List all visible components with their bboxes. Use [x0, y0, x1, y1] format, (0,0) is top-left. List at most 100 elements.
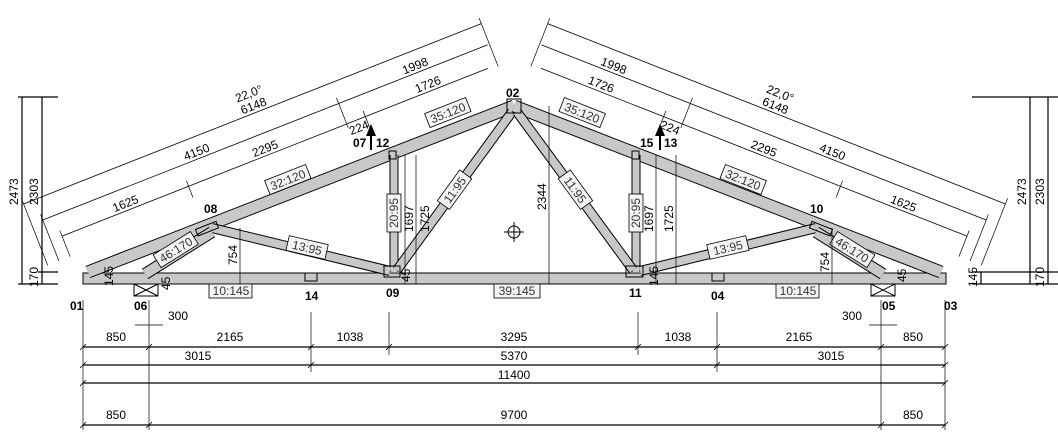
dim-ticks — [79, 343, 949, 429]
node-label: 14 — [305, 289, 319, 303]
node-label: 04 — [711, 289, 725, 303]
dim-text: 1625 — [888, 192, 918, 215]
node-label: 06 — [134, 299, 148, 313]
crosshair-icon — [504, 222, 524, 242]
plate-10 — [808, 220, 834, 237]
dim-text: 4150 — [182, 140, 212, 163]
dim-text: 4150 — [817, 141, 847, 164]
dim-tick — [79, 421, 87, 429]
node-label: 12 — [376, 136, 390, 150]
dim-text: 1625 — [111, 192, 141, 215]
ext-line — [530, 17, 551, 67]
dim-text: 2344 — [535, 183, 549, 210]
dim-text: 300 — [168, 309, 188, 323]
dim-tick — [713, 361, 721, 369]
dim-tick — [79, 379, 87, 387]
node-label: 07 — [353, 136, 367, 150]
node-label: 08 — [204, 202, 218, 216]
dim-text: 1038 — [665, 330, 692, 344]
dim-line — [547, 23, 1006, 205]
dim-tick — [145, 343, 153, 351]
dim-text: 2303 — [1033, 178, 1047, 205]
dim-text: 3295 — [501, 330, 528, 344]
member-bar — [512, 100, 943, 278]
member-label: 10:145 — [780, 284, 817, 298]
dim-text: 145 — [102, 266, 116, 286]
member-label: 39:145 — [499, 284, 536, 298]
member-label: 13:95 — [291, 238, 324, 258]
dim-text: 1726 — [413, 73, 443, 96]
dim-text: 850 — [903, 330, 923, 344]
dim-text: 170 — [1033, 267, 1047, 287]
dim-text: 1038 — [337, 330, 364, 344]
member-top-chord-right[interactable] — [511, 99, 944, 279]
ext-line — [835, 180, 843, 198]
bottom-dims: 300 300 850 2165 1038 3295 1038 2165 850… — [82, 300, 946, 430]
dim-tick — [79, 343, 87, 351]
dim-text: 1697 — [402, 205, 416, 232]
dim-text: 2303 — [27, 178, 41, 205]
dim-text: 45 — [895, 268, 909, 282]
dim-text: 3015 — [185, 349, 212, 363]
member-top-chord-left[interactable] — [85, 99, 517, 279]
dim-text: 2295 — [250, 137, 280, 160]
dim-text: 1725 — [418, 205, 432, 232]
ext-line — [40, 214, 60, 262]
dim-text: 850 — [903, 408, 923, 422]
plate-07 — [388, 150, 397, 160]
dim-tick — [877, 421, 885, 429]
dim-text: 1726 — [586, 73, 616, 96]
dim-tick — [941, 421, 949, 429]
dim-text: 1725 — [662, 205, 676, 232]
ext-line — [186, 180, 194, 198]
node-label: 03 — [944, 299, 958, 313]
dim-text: 850 — [106, 408, 126, 422]
arrow-up-icon — [655, 124, 665, 150]
node-label: 02 — [506, 86, 520, 100]
dim-text: 754 — [818, 252, 832, 272]
node-label: 01 — [70, 299, 84, 313]
support-06 — [133, 283, 159, 297]
member-label: 20:95 — [387, 198, 401, 228]
ext-line — [21, 198, 49, 266]
dim-text: 11400 — [498, 368, 531, 382]
dim-tick — [941, 343, 949, 351]
plate-11 — [625, 265, 644, 278]
ext-line — [680, 97, 693, 128]
dim-text: 2165 — [217, 330, 244, 344]
dim-text: 2165 — [786, 330, 813, 344]
dim-tick — [145, 421, 153, 429]
dim-text: 5370 — [501, 349, 528, 363]
node-label: 13 — [664, 136, 678, 150]
ext-line — [969, 214, 989, 262]
dim-tick — [713, 343, 721, 351]
arrow-up-icon — [366, 124, 376, 150]
plate-09 — [383, 265, 401, 278]
ext-line — [362, 110, 371, 128]
ext-line — [980, 198, 1008, 266]
height-dims-left: 2473 2303 170 — [7, 96, 58, 287]
dim-text: 1998 — [599, 54, 629, 77]
dim-text: 145 — [966, 267, 980, 287]
dim-tick — [634, 343, 642, 351]
dim-tick — [877, 343, 885, 351]
support-05 — [870, 283, 896, 297]
plate-apex — [506, 98, 522, 114]
dim-tick — [307, 361, 315, 369]
node-label: 15 — [640, 136, 654, 150]
plate-14 — [304, 272, 318, 282]
ext-line — [59, 230, 71, 257]
member-bottom-chord[interactable] — [82, 272, 947, 285]
ext-line — [958, 230, 970, 257]
ext-line — [478, 17, 499, 67]
dim-line — [23, 23, 482, 205]
dim-tick — [385, 343, 393, 351]
dim-text: 45 — [159, 276, 173, 290]
dim-text: 1697 — [642, 205, 656, 232]
dim-text: 754 — [226, 245, 240, 265]
dim-line — [541, 44, 987, 221]
dim-text: 170 — [27, 267, 41, 287]
plate-08 — [194, 220, 220, 237]
